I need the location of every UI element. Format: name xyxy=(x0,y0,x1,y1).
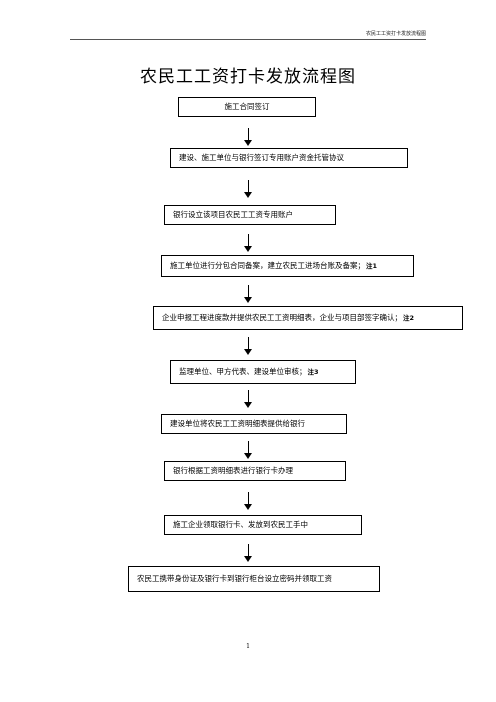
step-label: 企业申报工程进度款并提供农民工工资明细表，企业与项目部签字确认； xyxy=(162,313,402,323)
step-label: 银行设立该项目农民工工资专用账户 xyxy=(173,210,293,220)
step-label: 农民工携带身份证及银行卡到银行柜台设立密码并领取工资 xyxy=(137,574,332,584)
step-label: 银行根据工资明细表进行银行卡办理 xyxy=(173,466,293,476)
step-progress-payment-declaration: 企业申报工程进度款并提供农民工工资明细表，企业与项目部签字确认； 注2 xyxy=(153,306,463,330)
page-header: 农民工工资打卡发放流程图 xyxy=(70,30,426,40)
step-label: 建设、施工单位与银行签订专用账户资金托管协议 xyxy=(179,153,344,163)
flow-arrow-5 xyxy=(244,337,252,355)
step-wage-collection: 农民工携带身份证及银行卡到银行柜台设立密码并领取工资 xyxy=(128,566,380,592)
flow-arrow-7 xyxy=(244,441,252,459)
step-label: 建设单位将农民工工资明细表提供给银行 xyxy=(170,419,305,429)
step-subcontract-filing: 施工单位进行分包合同备案，建立农民工进场台账及备案； 注1 xyxy=(161,255,414,277)
note-3-label: 注3 xyxy=(307,367,319,376)
flow-arrow-6 xyxy=(244,390,252,408)
flow-arrow-3 xyxy=(244,234,252,252)
step-label: 施工单位进行分包合同备案，建立农民工进场台账及备案； xyxy=(170,261,365,271)
page-number: 1 xyxy=(246,643,250,650)
step-label: 施工合同签订 xyxy=(224,102,270,112)
diagram-title: 农民工工资打卡发放流程图 xyxy=(140,67,356,87)
step-supervision-review: 监理单位、甲方代表、建设单位审核； 注3 xyxy=(170,360,356,384)
step-custody-agreement: 建设、施工单位与银行签订专用账户资金托管协议 xyxy=(170,148,408,168)
flow-arrow-9 xyxy=(244,544,252,562)
flow-arrow-8 xyxy=(244,492,252,510)
flow-arrow-1 xyxy=(244,128,252,146)
flow-arrow-2 xyxy=(244,180,252,198)
flow-arrow-4 xyxy=(244,285,252,303)
step-label: 施工企业领取银行卡、发放到农民工手中 xyxy=(173,520,308,530)
step-bank-account-setup: 银行设立该项目农民工工资专用账户 xyxy=(164,205,336,225)
step-contract-signing: 施工合同签订 xyxy=(178,97,316,117)
step-card-distribution: 施工企业领取银行卡、发放到农民工手中 xyxy=(164,515,362,535)
step-wage-list-to-bank: 建设单位将农民工工资明细表提供给银行 xyxy=(161,414,347,434)
note-1-label: 注1 xyxy=(366,261,378,270)
note-2-label: 注2 xyxy=(403,313,415,322)
step-label: 监理单位、甲方代表、建设单位审核； xyxy=(179,367,307,377)
step-bank-card-processing: 银行根据工资明细表进行银行卡办理 xyxy=(164,461,346,481)
